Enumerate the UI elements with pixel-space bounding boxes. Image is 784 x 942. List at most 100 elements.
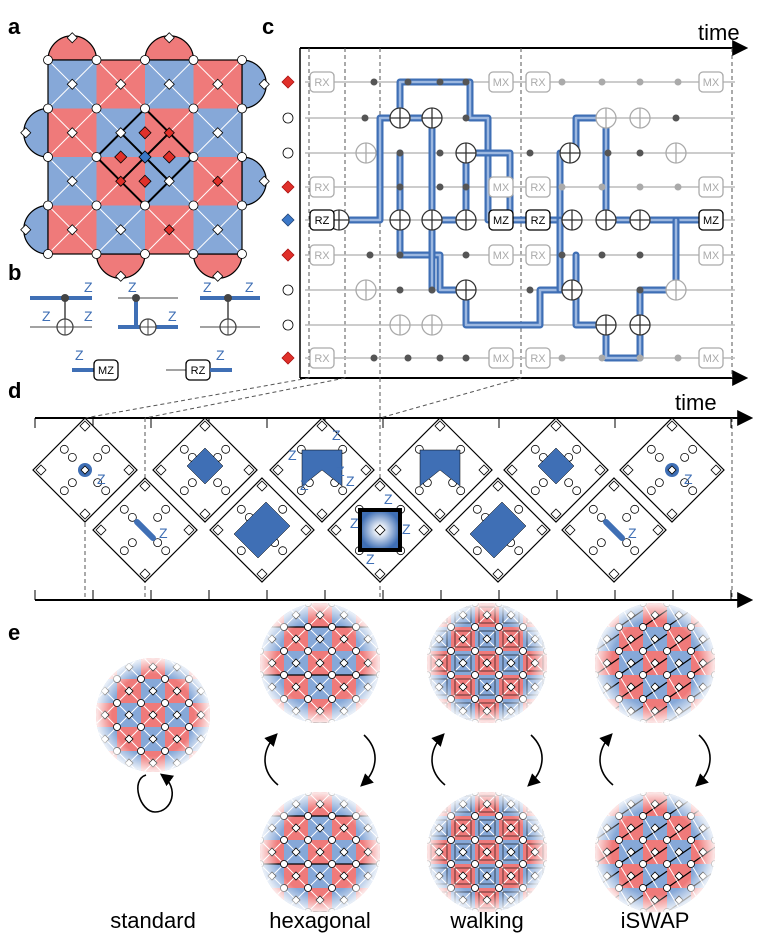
connection-line bbox=[379, 626, 380, 652]
connection-line bbox=[546, 722, 547, 723]
data-qubit bbox=[258, 78, 270, 90]
measure-qubit bbox=[305, 576, 312, 583]
connection-line bbox=[69, 631, 93, 655]
measure-qubit bbox=[596, 538, 606, 548]
cycle-arrow bbox=[695, 734, 711, 787]
measure-qubit bbox=[161, 504, 171, 514]
data-qubit bbox=[267, 799, 277, 809]
connection-line bbox=[546, 603, 547, 628]
plaquette bbox=[547, 768, 571, 792]
coupler-line bbox=[595, 822, 596, 841]
measure-qubit bbox=[233, 885, 240, 892]
coupler-line bbox=[595, 798, 596, 817]
measure-qubit bbox=[188, 55, 199, 65]
plaquette bbox=[667, 723, 691, 747]
data-qubit bbox=[256, 480, 268, 492]
measure-qubit bbox=[568, 696, 575, 703]
measure-qubit bbox=[67, 478, 77, 488]
connection-line bbox=[474, 722, 500, 723]
data-qubit bbox=[388, 707, 396, 715]
connection-line bbox=[546, 792, 547, 793]
rx-gate: RX bbox=[525, 71, 551, 93]
connection-line bbox=[283, 792, 309, 793]
connection-line bbox=[427, 626, 428, 652]
connection-line bbox=[666, 792, 682, 793]
surface-code-lattice bbox=[20, 32, 270, 282]
control-dot bbox=[558, 354, 566, 362]
data-qubit bbox=[20, 127, 32, 139]
plaquette bbox=[117, 631, 141, 655]
coupler-line bbox=[619, 730, 643, 747]
plaquette bbox=[380, 840, 404, 864]
measure-qubit bbox=[305, 744, 312, 751]
mx-gate: MX bbox=[488, 347, 514, 369]
plaquette bbox=[332, 723, 356, 747]
measure-qubit bbox=[640, 933, 647, 940]
connection-line bbox=[571, 603, 585, 627]
plaquette bbox=[236, 651, 260, 675]
data-qubit bbox=[622, 464, 634, 476]
connection-line bbox=[427, 603, 428, 628]
mz-gate-box bbox=[698, 209, 724, 231]
coupler-line bbox=[714, 657, 715, 676]
measure-qubit bbox=[622, 538, 632, 548]
connection-line bbox=[260, 722, 285, 723]
measure-qubit bbox=[187, 478, 197, 488]
data-qubit bbox=[698, 895, 708, 905]
connection-line bbox=[427, 792, 428, 793]
measure-qubit bbox=[427, 719, 431, 723]
data-qubit bbox=[388, 848, 396, 856]
measure-qubit bbox=[424, 933, 431, 940]
data-qubit bbox=[79, 420, 91, 432]
data-qubit bbox=[411, 776, 419, 784]
measure-qubit bbox=[43, 200, 53, 211]
measure-qubit bbox=[91, 200, 102, 211]
measure-qubit bbox=[234, 796, 241, 803]
mz-gate-label: MZ bbox=[703, 215, 719, 227]
measure-qubit bbox=[353, 933, 360, 940]
measure-qubit bbox=[233, 909, 240, 916]
data-qubit bbox=[603, 587, 611, 595]
data-qubit bbox=[388, 587, 396, 595]
data-qubit bbox=[699, 920, 707, 928]
connection-line bbox=[427, 792, 428, 793]
data-qubit bbox=[163, 78, 175, 90]
cycle-arrow bbox=[527, 734, 543, 787]
data-qubit bbox=[555, 731, 563, 739]
data-qubit bbox=[555, 920, 563, 928]
snapshot-frame bbox=[387, 417, 493, 523]
connection-line bbox=[213, 679, 237, 703]
data-qubit bbox=[388, 731, 396, 739]
data-qubit bbox=[77, 735, 85, 743]
connection-line bbox=[546, 674, 547, 700]
mx-gate-label: MX bbox=[493, 250, 510, 262]
measure-qubit bbox=[736, 648, 743, 655]
data-qubit bbox=[579, 800, 587, 808]
panel-label-c: c bbox=[262, 14, 274, 39]
coupler-line bbox=[595, 705, 620, 723]
measure-qubit bbox=[736, 813, 743, 820]
coupler-line bbox=[407, 679, 423, 695]
data-qubit bbox=[602, 706, 612, 716]
qubit-marker bbox=[282, 147, 294, 159]
connection-line bbox=[379, 839, 380, 865]
connection-line bbox=[427, 815, 428, 841]
plaquette bbox=[403, 699, 427, 723]
data-qubit bbox=[435, 731, 443, 739]
plaquette bbox=[69, 727, 93, 751]
data-qubit bbox=[149, 783, 157, 791]
plaquette bbox=[547, 840, 571, 864]
connection-line bbox=[546, 674, 547, 700]
plaquette bbox=[715, 912, 739, 936]
rz-gate-label: RZ bbox=[531, 215, 546, 227]
measure-qubit bbox=[260, 812, 264, 820]
data-qubit bbox=[723, 872, 731, 880]
measure-qubit bbox=[101, 444, 111, 454]
plaquette bbox=[715, 651, 739, 675]
data-qubit bbox=[388, 872, 396, 880]
plaquette bbox=[571, 864, 595, 888]
data-qubit bbox=[411, 824, 419, 832]
data-qubit bbox=[723, 659, 731, 667]
measure-qubit bbox=[568, 720, 575, 727]
data-qubit bbox=[340, 731, 348, 739]
